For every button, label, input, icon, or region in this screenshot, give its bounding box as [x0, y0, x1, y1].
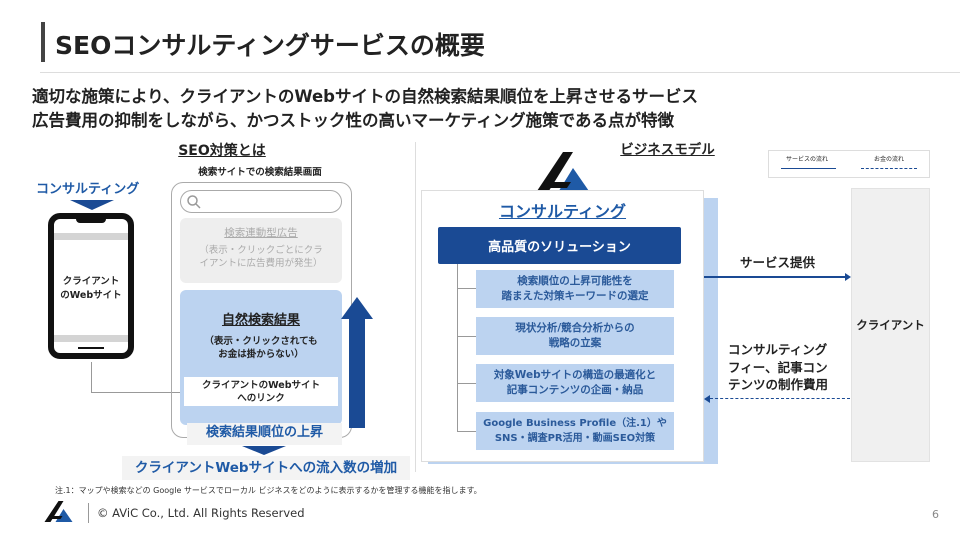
fee-line: フィー、記事コン: [728, 359, 828, 375]
tree-line: [457, 264, 458, 432]
organic-title: 自然検索結果: [221, 313, 300, 328]
organic-desc-1: （表示・クリックされても: [204, 336, 318, 347]
title-accent-bar: [41, 22, 45, 62]
consulting-label: コンサルティング: [36, 182, 140, 197]
rank-up-label: 検索結果順位の上昇: [187, 423, 342, 445]
tree-branch: [457, 431, 477, 432]
phone-text: クライアントのWebサイト: [54, 275, 128, 303]
page-number: 6: [932, 508, 939, 521]
connector-line: [91, 362, 185, 393]
panel-divider: [415, 142, 416, 472]
phone-text-2: のWebサイト: [60, 290, 122, 301]
item-line: 踏まえた対策キーワードの選定: [501, 290, 649, 302]
solution-item: 現状分析/競合分析からの戦略の立案: [476, 317, 674, 355]
fee-line: コンサルティング: [728, 342, 828, 357]
fee-line: テンツの制作費用: [728, 377, 829, 392]
ad-desc-1: （表示・クリックごとにクラ: [199, 245, 323, 256]
service-label: サービス提供: [740, 255, 816, 270]
item-line: SNS・調査PR活用・動画SEO対策: [494, 433, 656, 444]
client-box: クライアント: [851, 188, 930, 462]
solution-item: 検索順位の上昇可能性を踏まえた対策キーワードの選定: [476, 270, 674, 308]
search-bar: [180, 190, 342, 213]
legend-service-label: サービスの流れ: [785, 156, 828, 163]
footer-divider: [88, 503, 89, 523]
legend-service-arrow: [781, 168, 836, 169]
legend-money-label: お金の流れ: [874, 156, 905, 163]
phone-bottom-bar: [54, 335, 128, 342]
solution-header: 高品質のソリューション: [438, 227, 681, 264]
down-triangle-icon-2: [242, 446, 286, 455]
link-text-2: へのリンク: [237, 393, 285, 404]
phone-text-1: クライアント: [62, 276, 120, 287]
item-line: 戦略の立案: [548, 337, 602, 349]
company-logo: [535, 152, 591, 194]
screen-caption: 検索サイトでの検索結果画面: [198, 167, 322, 178]
footnote: 注.1：マップや検索などの Google サービスでローカル ビジネスをどのよう…: [55, 486, 482, 495]
item-line: Google Business Profile（注.1）や: [483, 418, 667, 429]
tree-branch: [457, 288, 477, 289]
item-line: 対象Webサイトの構造の最適化と: [493, 369, 657, 381]
organic-desc-2: お金は掛からない）: [218, 349, 304, 360]
title-divider: [40, 72, 960, 73]
item-line: 現状分析/競合分析からの: [515, 322, 635, 334]
subtitle-line-1: 適切な施策により、クライアントのWebサイトの自然検索結果順位を上昇させるサービ…: [32, 87, 698, 106]
legend-money-arrow: [861, 168, 917, 169]
service-arrow: [704, 276, 846, 278]
copyright: © AViC Co., Ltd. All Rights Reserved: [97, 506, 305, 520]
up-arrow-icon: [341, 297, 373, 319]
money-arrow: [710, 398, 850, 399]
search-icon: [187, 195, 201, 209]
service-arrowhead-icon: [845, 273, 851, 281]
solution-item: Google Business Profile（注.1）や SNS・調査PR活用・…: [476, 412, 674, 450]
consulting-title: コンサルティング: [498, 202, 627, 221]
tree-branch: [457, 383, 477, 384]
footer-logo: [44, 501, 73, 522]
phone-illustration: クライアントのWebサイト: [48, 213, 134, 359]
seo-heading: SEO対策とは: [178, 143, 266, 159]
ad-desc-2: イアントに広告費用が発生）: [199, 258, 323, 269]
ad-box: 検索連動型広告 （表示・クリックごとにクラ イアントに広告費用が発生）: [180, 218, 342, 283]
item-line: 記事コンテンツの企画・納品: [506, 384, 644, 396]
page-title: SEOコンサルティングサービスの概要: [55, 31, 485, 60]
ad-title: 検索連動型広告: [224, 227, 298, 239]
phone-top-bar: [54, 233, 128, 240]
down-triangle-icon: [70, 200, 114, 210]
business-model-heading: ビジネスモデル: [620, 142, 715, 158]
item-line: 検索順位の上昇可能性を: [517, 275, 633, 287]
tree-branch: [457, 336, 477, 337]
solution-item: 対象Webサイトの構造の最適化と記事コンテンツの企画・納品: [476, 364, 674, 402]
phone-notch: [76, 217, 106, 223]
fee-label: コンサルティングフィー、記事コンテンツの制作費用: [728, 341, 828, 394]
phone-home-bar: [78, 347, 104, 349]
subtitle-line-2: 広告費用の抑制をしながら、かつストック性の高いマーケティング施策である点が特徴: [32, 111, 675, 130]
up-arrow-shaft: [349, 318, 365, 428]
money-arrowhead-icon: [704, 395, 710, 403]
legend: サービスの流れ お金の流れ: [768, 150, 930, 178]
client-link-box[interactable]: クライアントのWebサイトへのリンク: [184, 377, 338, 406]
link-text-1: クライアントのWebサイト: [201, 380, 320, 391]
result-banner: クライアントWebサイトへの流入数の増加: [122, 456, 410, 480]
